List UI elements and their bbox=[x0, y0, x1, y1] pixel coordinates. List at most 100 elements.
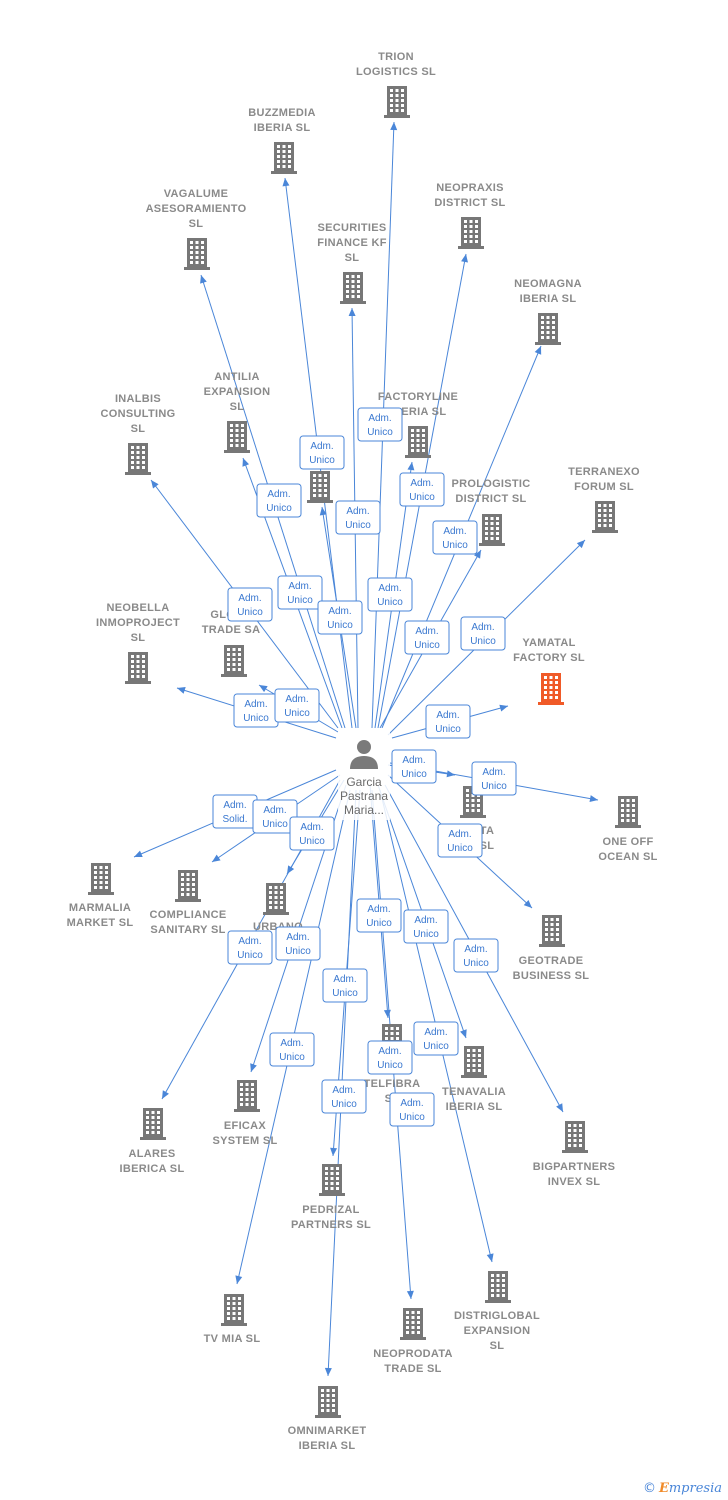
building-icon-neopraxis[interactable] bbox=[458, 217, 484, 249]
role-badge[interactable]: Adm.Unico bbox=[227, 587, 273, 622]
role-badge[interactable]: Adm.Unico bbox=[289, 816, 335, 851]
building-icon-dparners[interactable] bbox=[307, 471, 333, 503]
building-icon-pedrizal[interactable] bbox=[319, 1164, 345, 1196]
role-badge[interactable]: Adm.Unico bbox=[391, 749, 437, 784]
role-badge-line1: Adm. bbox=[280, 1038, 303, 1049]
person-node[interactable]: GarciaPastranaMaria... bbox=[338, 728, 390, 820]
building-icon-securities[interactable] bbox=[340, 272, 366, 304]
role-badge[interactable]: Adm.Unico bbox=[256, 483, 302, 518]
role-badge[interactable]: Adm.Unico bbox=[321, 1079, 367, 1114]
role-badge[interactable]: Adm.Unico bbox=[403, 909, 449, 944]
company-label-line: FACTORYLINE bbox=[378, 391, 458, 403]
company-label-line: IBERIA SL bbox=[446, 1101, 503, 1113]
building-icon-prologistic[interactable] bbox=[479, 514, 505, 546]
building-icon-trion[interactable] bbox=[384, 86, 410, 118]
building-icon-globa[interactable] bbox=[221, 645, 247, 677]
building-icon-bigpartners[interactable] bbox=[562, 1121, 588, 1153]
building-icon-compliance[interactable] bbox=[175, 870, 201, 902]
company-label-line: TRADE SL bbox=[384, 1363, 441, 1375]
building-icon-tenavalia[interactable] bbox=[461, 1046, 487, 1078]
role-badge[interactable]: Adm.Unico bbox=[399, 472, 445, 507]
role-badge[interactable]: Adm.Unico bbox=[233, 693, 279, 728]
building-icon-antilia[interactable] bbox=[224, 421, 250, 453]
role-badge[interactable]: Adm.Unico bbox=[335, 500, 381, 535]
role-badge-line1: Adm. bbox=[482, 767, 505, 778]
building-icon-neobella[interactable] bbox=[125, 652, 151, 684]
role-badge[interactable]: Adm.Unico bbox=[367, 1040, 413, 1075]
building-icon-omnimarket[interactable] bbox=[315, 1386, 341, 1418]
role-badge[interactable]: Adm.Unico bbox=[389, 1092, 435, 1127]
company-label-line: CONSULTING bbox=[101, 408, 176, 420]
role-badge[interactable]: Adm.Unico bbox=[227, 930, 273, 965]
building-icon-neomagna[interactable] bbox=[535, 313, 561, 345]
building-icon-factoryline[interactable] bbox=[405, 426, 431, 458]
building-icon-oneoff[interactable] bbox=[615, 796, 641, 828]
building-icon-terranexo[interactable] bbox=[592, 501, 618, 533]
role-badge-line1: Adm. bbox=[238, 936, 261, 947]
role-badge-line1: Adm. bbox=[300, 822, 323, 833]
role-badge[interactable]: Adm.Solid. bbox=[212, 794, 258, 829]
role-badge[interactable]: Adm.Unico bbox=[453, 938, 499, 973]
role-badge[interactable]: Adm.Unico bbox=[471, 761, 517, 796]
building-icon-tvmia[interactable] bbox=[221, 1294, 247, 1326]
building-icon-geotrade[interactable] bbox=[539, 915, 565, 947]
copyright-symbol: © bbox=[642, 1481, 656, 1496]
role-badge[interactable]: Adm.Unico bbox=[299, 435, 345, 470]
role-badge[interactable]: Adm.Unico bbox=[404, 620, 450, 655]
role-badge[interactable]: Adm.Unico bbox=[274, 688, 320, 723]
role-badge[interactable]: Adm.Unico bbox=[357, 407, 403, 442]
company-label-tvmia[interactable]: TV MIA SL bbox=[204, 1333, 261, 1345]
role-badge[interactable]: Adm.Unico bbox=[413, 1021, 459, 1056]
role-badge[interactable]: Adm.Unico bbox=[269, 1032, 315, 1067]
building-icon-inalbis[interactable] bbox=[125, 443, 151, 475]
role-badge[interactable]: Adm.Unico bbox=[317, 600, 363, 635]
role-badge[interactable]: Adm.Unico bbox=[356, 898, 402, 933]
edge-alares-arrowhead bbox=[162, 1090, 169, 1099]
building-icon-urbano[interactable] bbox=[263, 883, 289, 915]
building-icon-eficax[interactable] bbox=[234, 1080, 260, 1112]
role-badge[interactable]: Adm.Unico bbox=[277, 575, 323, 610]
building-icon-buzzmedia[interactable] bbox=[271, 142, 297, 174]
role-badge[interactable]: Adm.Unico bbox=[322, 968, 368, 1003]
role-badge[interactable]: Adm.Unico bbox=[367, 577, 413, 612]
role-badge[interactable]: Adm.Unico bbox=[275, 926, 321, 961]
company-label-line: INMOPROJECT bbox=[96, 617, 180, 629]
empresia-watermark[interactable]: ©Empresia bbox=[643, 1481, 722, 1496]
role-badge[interactable]: Adm.Unico bbox=[460, 616, 506, 651]
building-icon-yamatal[interactable] bbox=[538, 673, 564, 705]
building-icon-distriglobal[interactable] bbox=[485, 1271, 511, 1303]
building-icon-vagalume[interactable] bbox=[184, 238, 210, 270]
role-badge[interactable]: Adm.Unico bbox=[432, 520, 478, 555]
building-icon-neoprodata[interactable] bbox=[400, 1308, 426, 1340]
role-badge[interactable]: Adm.Unico bbox=[437, 823, 483, 858]
building-icon-marmalia[interactable] bbox=[88, 863, 114, 895]
building-icon-alares[interactable] bbox=[140, 1108, 166, 1140]
role-badge[interactable]: Adm.Unico bbox=[425, 704, 471, 739]
